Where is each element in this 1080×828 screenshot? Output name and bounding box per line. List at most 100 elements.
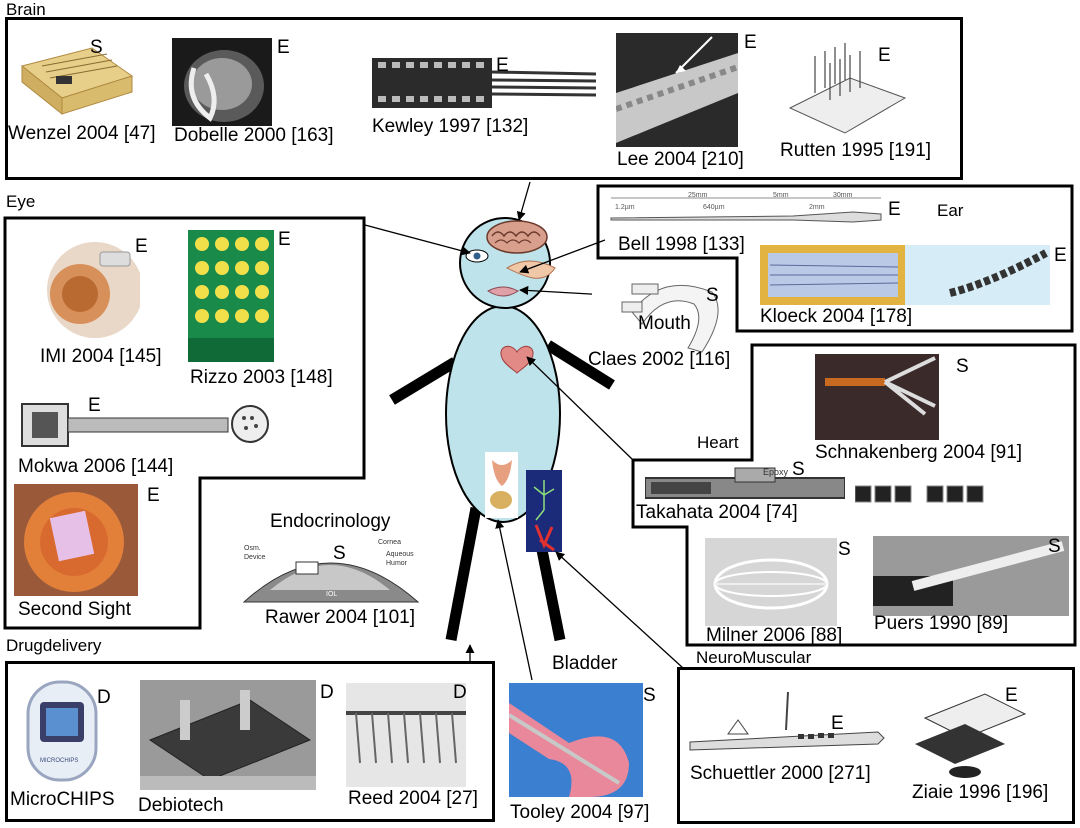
section-label-eye: Eye [6,192,36,211]
tag-milner: S [838,539,851,560]
caption-schnakenberg: Schnakenberg 2004 [91] [815,442,1023,463]
tag-rutten: E [878,45,891,66]
section-label-drugdelivery: Drugdelivery [6,636,102,655]
tag-reed: D [453,682,467,703]
caption-debiotech: Debiotech [138,795,224,816]
caption-milner: Milner 2006 [88] [706,625,843,646]
bell-dim-3: 30mm [833,192,853,199]
ear-image [505,260,556,279]
drugdelivery-frame [5,661,495,822]
heart-image [500,345,534,374]
microchips-image: MICROCHIPS [22,676,102,786]
takahata-epoxy-label: Epoxy [763,467,789,477]
caption-kewley: Kewley 1997 [132] [372,116,529,137]
tag-debiotech: D [320,682,334,703]
imi-image [40,232,140,340]
bell-dim-4: 640µm [703,204,725,211]
caption-secondsight: Second Sight [18,599,132,620]
claes-image [592,262,734,356]
caption-microchips: MicroCHIPS [10,789,115,810]
rutten-image [780,38,910,138]
section-label-endocrinology: Endocrinology [270,511,391,532]
tag-kloeck: E [1054,245,1067,266]
bladder-image [485,452,518,518]
tag-rawer: S [333,543,346,564]
bell-dim-2: 5mm [773,192,789,199]
tag-schuettler: E [831,713,844,734]
endo-label-humor: Humor [386,560,408,567]
tag-microchips: D [97,687,111,708]
caption-bell: Bell 1998 [133] [618,234,745,255]
caption-lee: Lee 2004 [210] [617,149,744,170]
brain-frame [5,17,963,180]
kloeck-image [760,245,1050,305]
tag-tooley: S [643,685,656,706]
caption-puers: Puers 1990 [89] [874,613,1009,634]
bell-image: 25mm 5mm 30mm 640µm 2mm 1.2µm [603,190,885,236]
endo-label-cornea: Cornea [378,539,401,546]
caption-rizzo: Rizzo 2003 [148] [190,367,333,388]
tag-dobelle: E [277,37,290,58]
section-label-heart: Heart [697,433,739,452]
schuettler-image [688,690,886,756]
debiotech-image [140,680,316,790]
left-leg [445,506,482,642]
microchips-brand-text: MICROCHIPS [40,758,78,764]
tag-kewley: E [496,55,509,76]
caption-dobelle: Dobelle 2000 [163] [174,125,334,146]
tag-lee: E [744,32,757,53]
section-label-mouth: Mouth [638,313,691,334]
section-label-bladder: Bladder [552,653,618,674]
tag-mokwa: E [88,395,101,416]
section-label-ear: Ear [937,201,964,220]
tag-wenzel: S [90,37,103,58]
bell-dim-6: 1.2µm [615,204,635,211]
caption-tooley: Tooley 2004 [97] [510,802,650,823]
dobelle-image [172,38,272,126]
tag-ziaie: E [1005,685,1018,706]
caption-imi: IMI 2004 [145] [40,346,162,367]
endo-label-device: Device [244,554,266,561]
tag-claes: S [706,285,719,306]
brain-image [486,220,548,254]
lee-image [616,33,738,147]
tag-bell: E [888,199,901,220]
schnakenberg-image [815,354,939,440]
wenzel-image [12,36,140,120]
endo-label-aqueous: Aqueous [386,551,414,558]
caption-reed: Reed 2004 [27] [348,788,478,809]
kewley-image [370,54,600,112]
tag-takahata: S [792,459,805,480]
reed-image [346,683,466,787]
left-arm [389,357,458,405]
tag-rizzo: E [278,229,291,250]
puers-image [873,536,1069,616]
tag-imi: E [135,236,148,257]
caption-mokwa: Mokwa 2006 [144] [18,456,174,477]
right-arm [545,340,615,390]
endo-label-iol: IOL [326,591,337,598]
caption-rutten: Rutten 1995 [191] [780,140,932,161]
rawer-image: Osm. Device Cornea Aqueous Humor IOL [240,530,422,606]
rizzo-image [188,230,274,362]
mokwa-image [18,398,280,460]
endo-label-osm: Osm. [244,545,261,552]
caption-ziaie: Ziaie 1996 [196] [912,782,1049,803]
caption-claes: Claes 2002 [116] [588,349,731,370]
tooley-image [509,683,643,797]
caption-schuettler: Schuettler 2000 [271] [690,763,871,784]
ziaie-image [905,688,1033,782]
bell-dim-5: 2mm [809,204,825,211]
section-label-brain: Brain [6,0,46,19]
caption-kloeck: Kloeck 2004 [178] [760,306,913,327]
mouth-image [487,286,519,297]
secondsight-image [14,484,138,596]
section-label-neuromuscular: NeuroMuscular [696,648,812,667]
caption-takahata: Takahata 2004 [74] [636,502,798,523]
bell-dim-1: 25mm [688,192,708,199]
takahata-image: Epoxy [645,462,845,510]
